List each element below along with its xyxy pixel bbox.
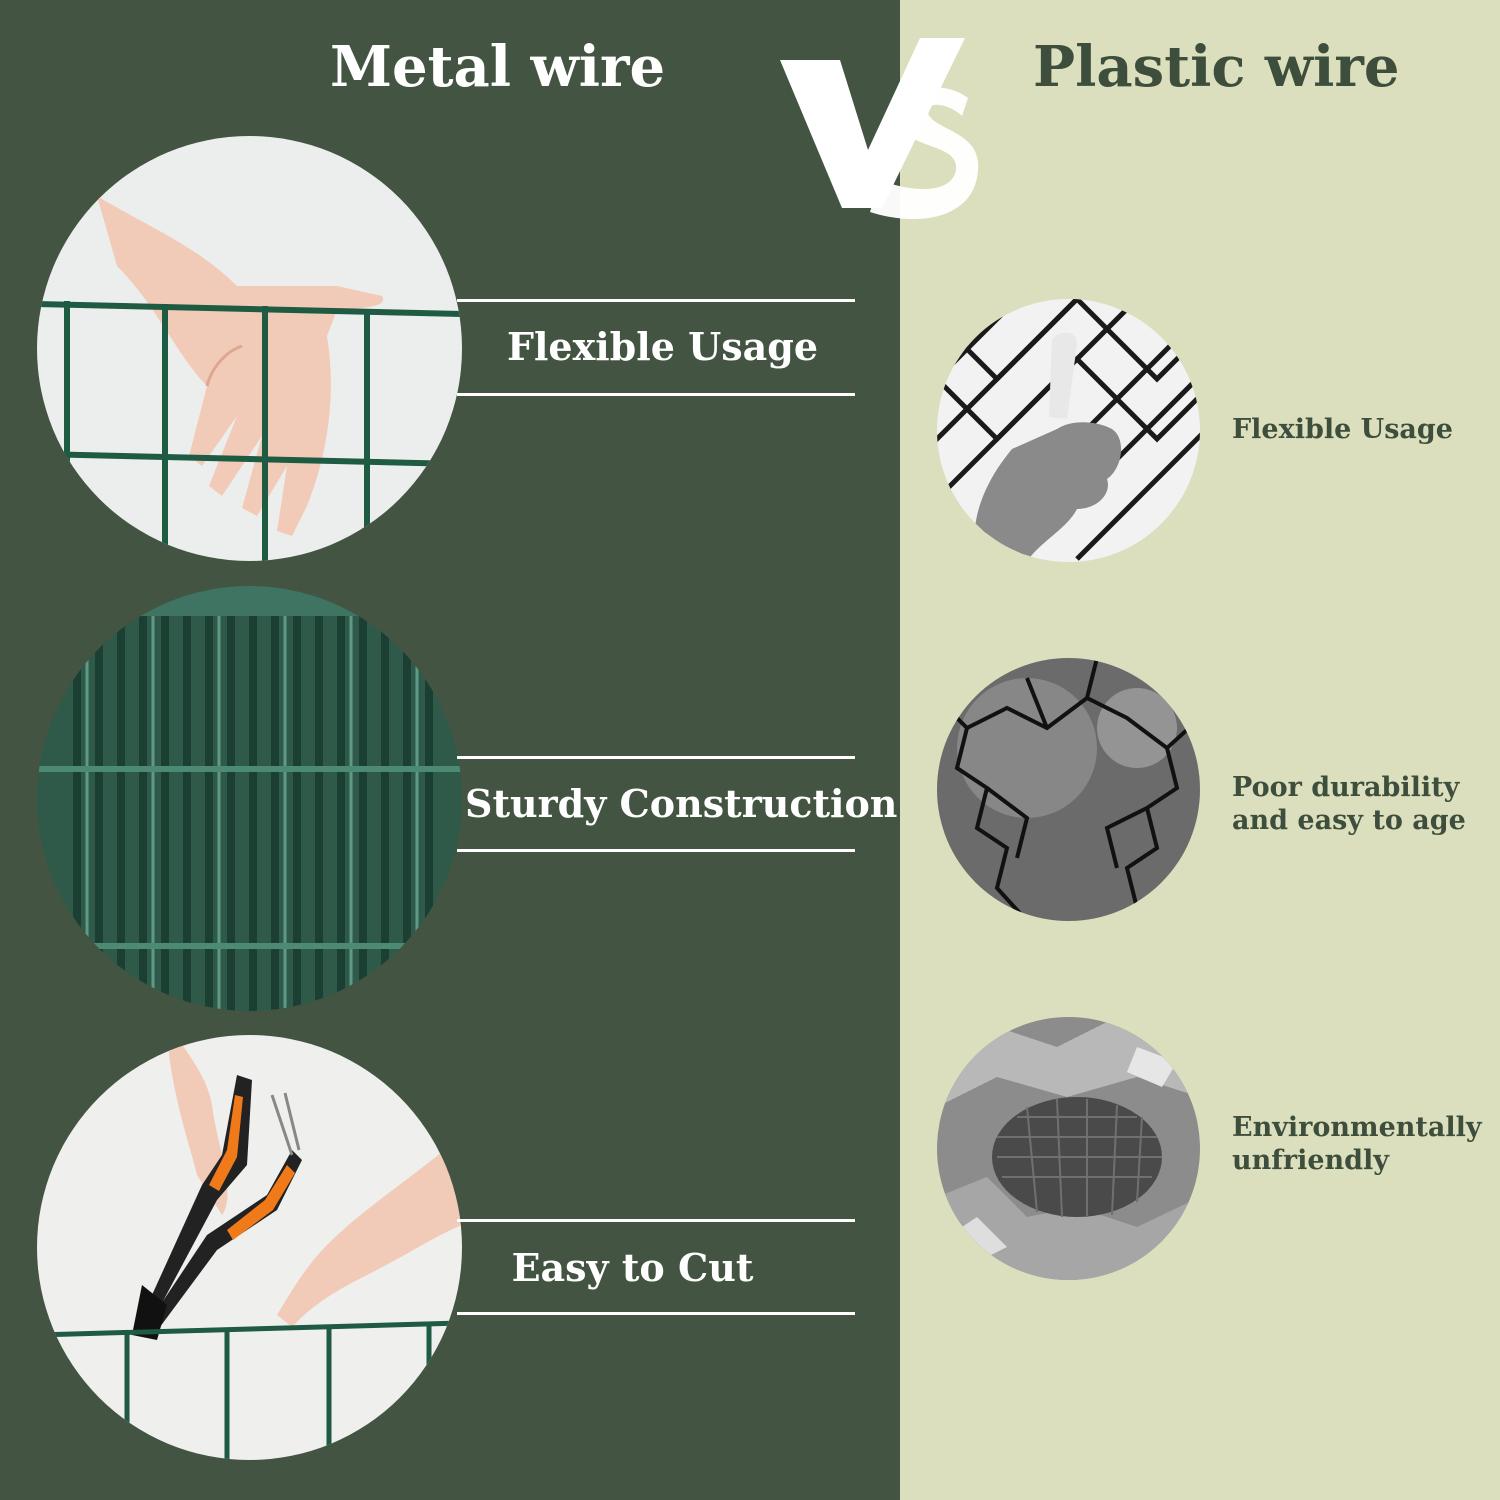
plastic-feature-poor-durability: Poor durability and easy to age (1232, 771, 1466, 837)
metal-feature-sturdy-construction: Sturdy Construction (465, 781, 898, 826)
vs-logo (780, 38, 979, 220)
metal-feature-easy-to-cut: Easy to Cut (511, 1245, 754, 1290)
plastic-feature-3-line-1: Environmentally (1232, 1112, 1482, 1143)
plastic-feature-1-line-1: Flexible Usage (1232, 414, 1453, 445)
metal-flexible-image (37, 136, 462, 561)
plastic-feature-3-line-2: unfriendly (1232, 1145, 1389, 1176)
plastic-feature-environmentally-unfriendly: Environmentally unfriendly (1232, 1111, 1482, 1177)
feature-1-rule-top (457, 299, 855, 302)
feature-3-rule-bottom (457, 1312, 855, 1315)
plastic-feature-flexible-usage: Flexible Usage (1232, 413, 1453, 446)
feature-2-rule-top (457, 756, 855, 759)
plastic-durability-image (937, 658, 1200, 921)
plastic-feature-2-line-1: Poor durability (1232, 772, 1460, 803)
metal-sturdy-image (37, 586, 462, 1011)
feature-3-rule-top (457, 1219, 855, 1222)
plastic-flexible-image (937, 299, 1200, 562)
plastic-wire-title: Plastic wire (1033, 34, 1400, 100)
plastic-feature-2-line-2: and easy to age (1232, 805, 1466, 836)
feature-1-rule-bottom (457, 393, 855, 396)
feature-2-rule-bottom (457, 849, 855, 852)
plastic-environment-image (937, 1017, 1200, 1280)
metal-cut-image (37, 1035, 462, 1460)
metal-wire-title: Metal wire (330, 34, 666, 100)
metal-feature-flexible-usage: Flexible Usage (507, 324, 818, 369)
